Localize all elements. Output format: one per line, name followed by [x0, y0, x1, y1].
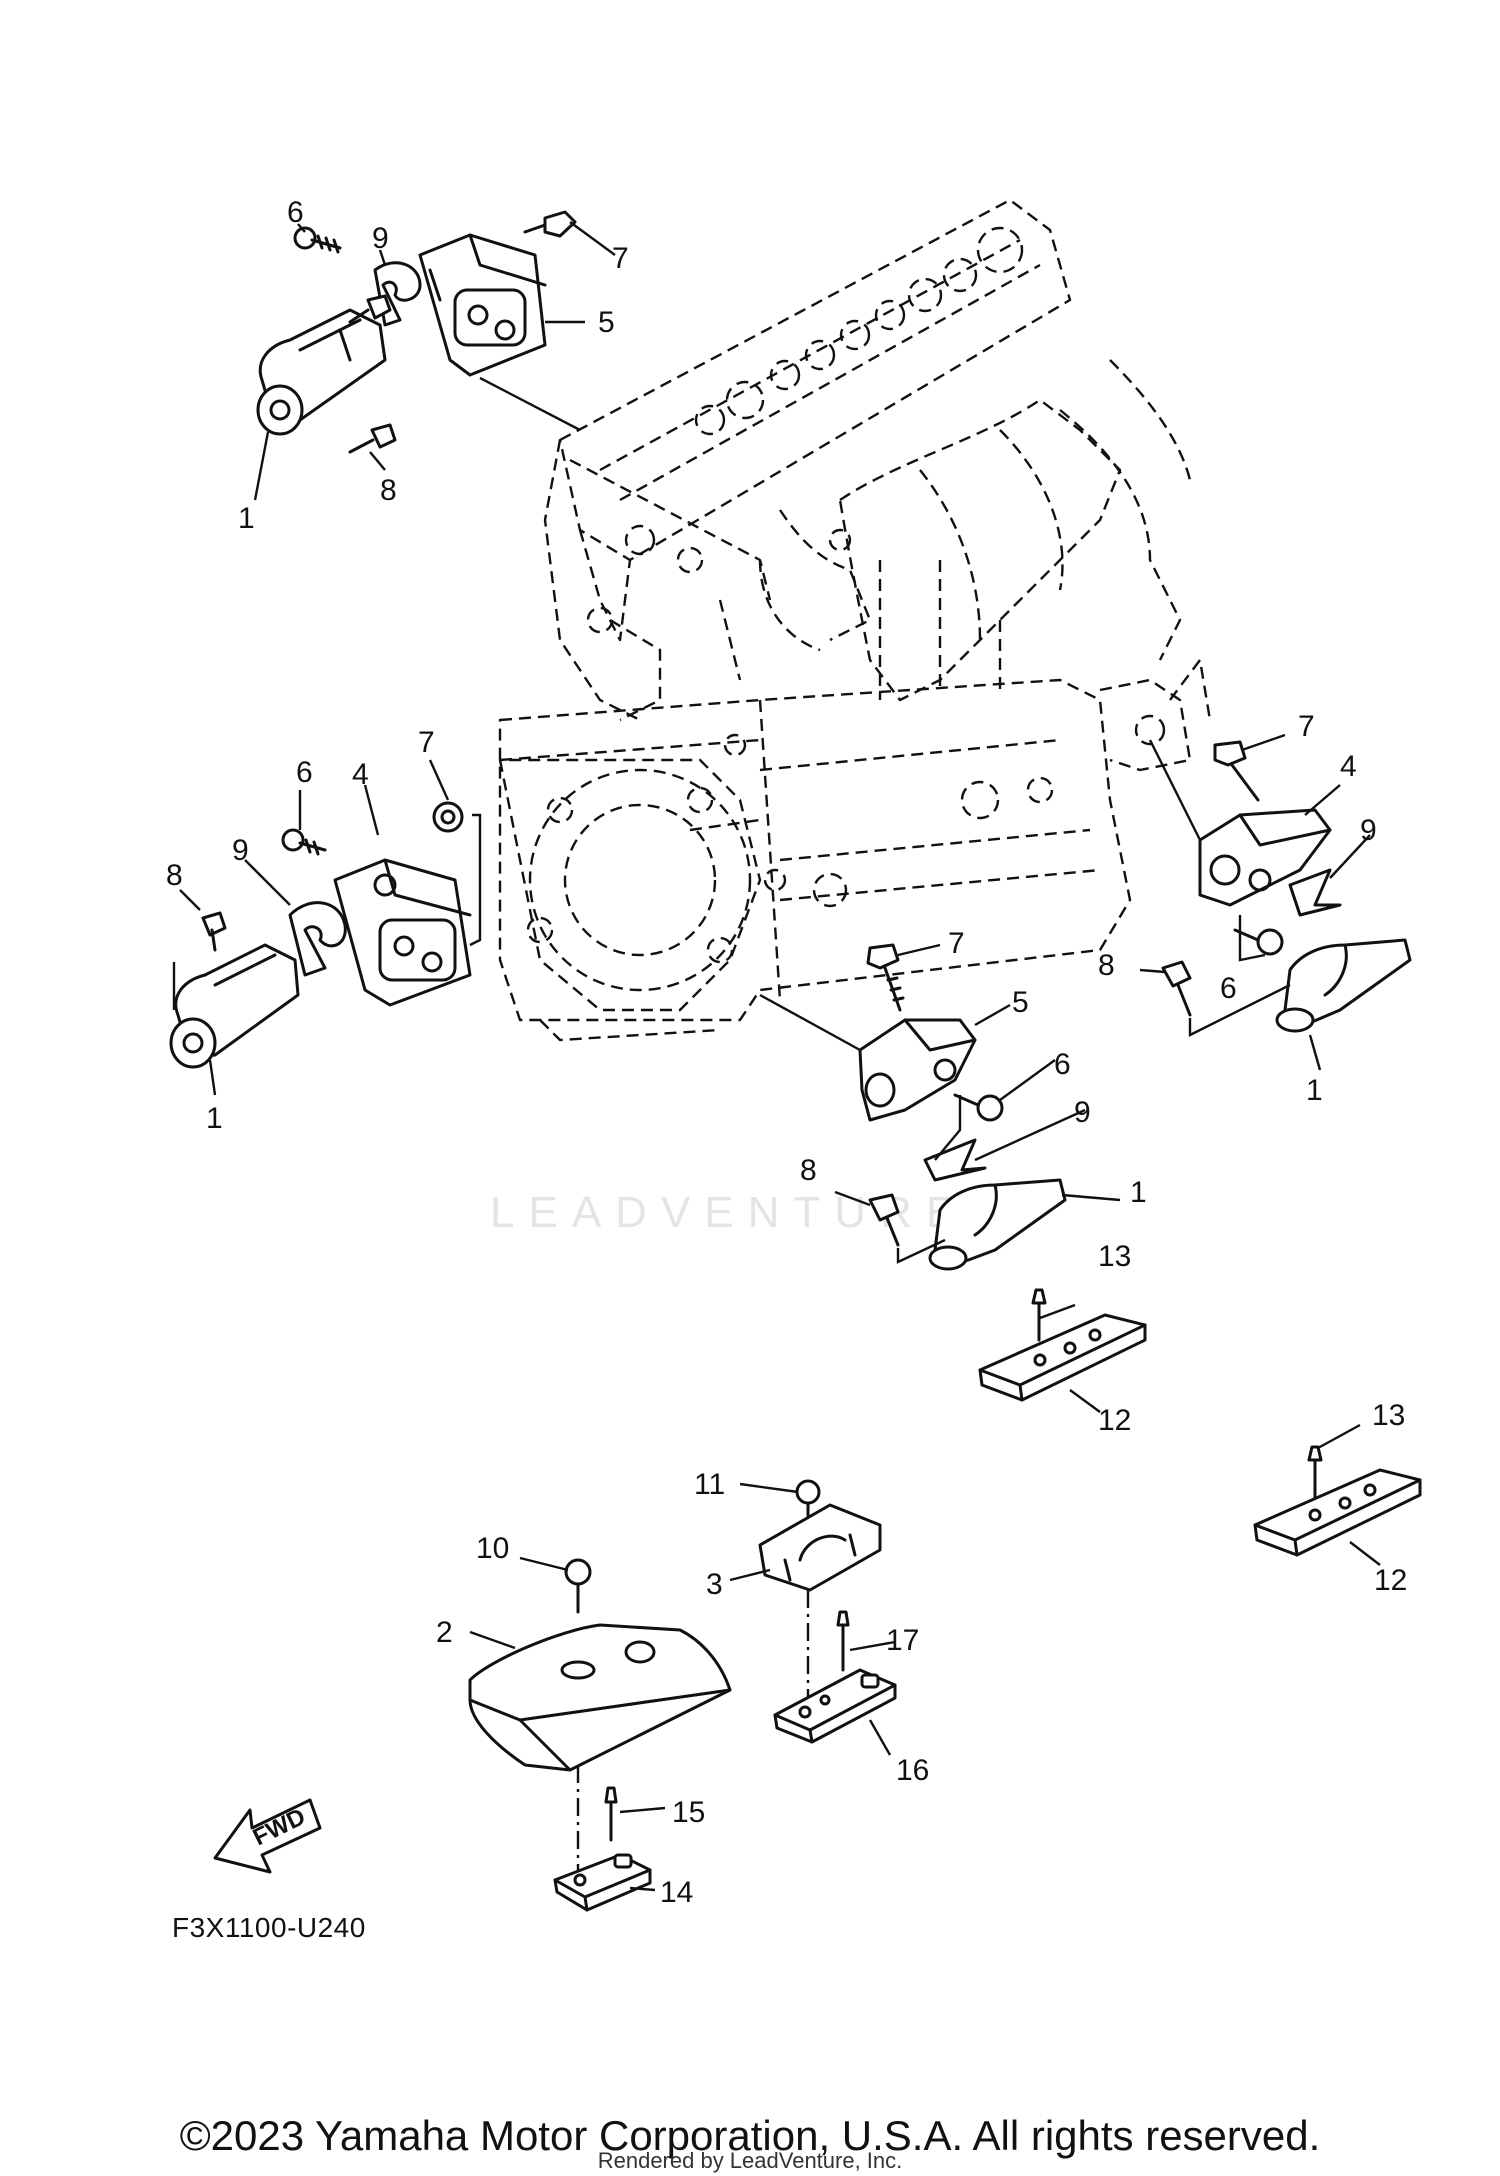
- callout-10: 10: [476, 1532, 509, 1565]
- callout-14: 14: [660, 1876, 693, 1909]
- bracket-3-group: [729, 1479, 897, 1756]
- plate-12-upper: [978, 1288, 1147, 1413]
- callout-9: 9: [1074, 1096, 1091, 1129]
- callout-9: 9: [372, 222, 389, 255]
- callout-11: 11: [694, 1468, 725, 1501]
- callout-1: 1: [1130, 1176, 1147, 1209]
- callout-1: 1: [238, 502, 255, 535]
- callout-15: 15: [672, 1796, 705, 1829]
- callout-7: 7: [612, 242, 629, 275]
- callout-labels: 6 9 7 5 1 8 6 4 7 8 9 1 7 4 9 8 6 1 7 5 …: [166, 196, 1407, 1909]
- callout-7: 7: [418, 726, 435, 759]
- callout-16: 16: [896, 1754, 929, 1787]
- callout-7: 7: [948, 927, 965, 960]
- callout-12: 12: [1374, 1564, 1407, 1597]
- callout-1: 1: [1306, 1074, 1323, 1107]
- callout-2: 2: [436, 1616, 453, 1649]
- mount-group-upper-left: [253, 210, 616, 501]
- callout-12: 12: [1098, 1404, 1131, 1437]
- callout-8: 8: [166, 859, 183, 892]
- copyright-text: ©2023 Yamaha Motor Corporation, U.S.A. A…: [179, 2112, 1321, 2159]
- callout-6: 6: [296, 756, 313, 789]
- plate-12-lower: [1253, 1423, 1422, 1566]
- callout-13: 13: [1372, 1399, 1405, 1432]
- callout-1: 1: [206, 1102, 223, 1135]
- fwd-arrow-icon: FWD: [213, 1798, 322, 1874]
- callout-6: 6: [1220, 972, 1237, 1005]
- mount-group-right: [1139, 733, 1412, 1071]
- callout-13: 13: [1098, 1240, 1131, 1273]
- plate-2-group: [468, 1556, 732, 1912]
- callout-9: 9: [232, 834, 249, 867]
- callout-6: 6: [1054, 1048, 1071, 1081]
- mount-group-middle-left: [169, 759, 482, 1096]
- callout-17: 17: [886, 1624, 919, 1657]
- callout-9: 9: [1360, 814, 1377, 847]
- callout-6: 6: [287, 196, 304, 229]
- engine-block: [498, 198, 1212, 1042]
- callout-5: 5: [1012, 986, 1029, 1019]
- callout-4: 4: [1340, 750, 1357, 783]
- callout-8: 8: [800, 1154, 817, 1187]
- callout-5: 5: [598, 306, 615, 339]
- diagram-code: F3X1100-U240: [172, 1912, 366, 1943]
- rendered-by-text: Rendered by LeadVenture, Inc.: [597, 2148, 903, 2173]
- callout-7: 7: [1298, 710, 1315, 743]
- callout-4: 4: [352, 758, 369, 791]
- mount-group-center: [759, 943, 1121, 1271]
- callout-8: 8: [380, 474, 397, 507]
- callout-8: 8: [1098, 949, 1115, 982]
- callout-3: 3: [706, 1568, 723, 1601]
